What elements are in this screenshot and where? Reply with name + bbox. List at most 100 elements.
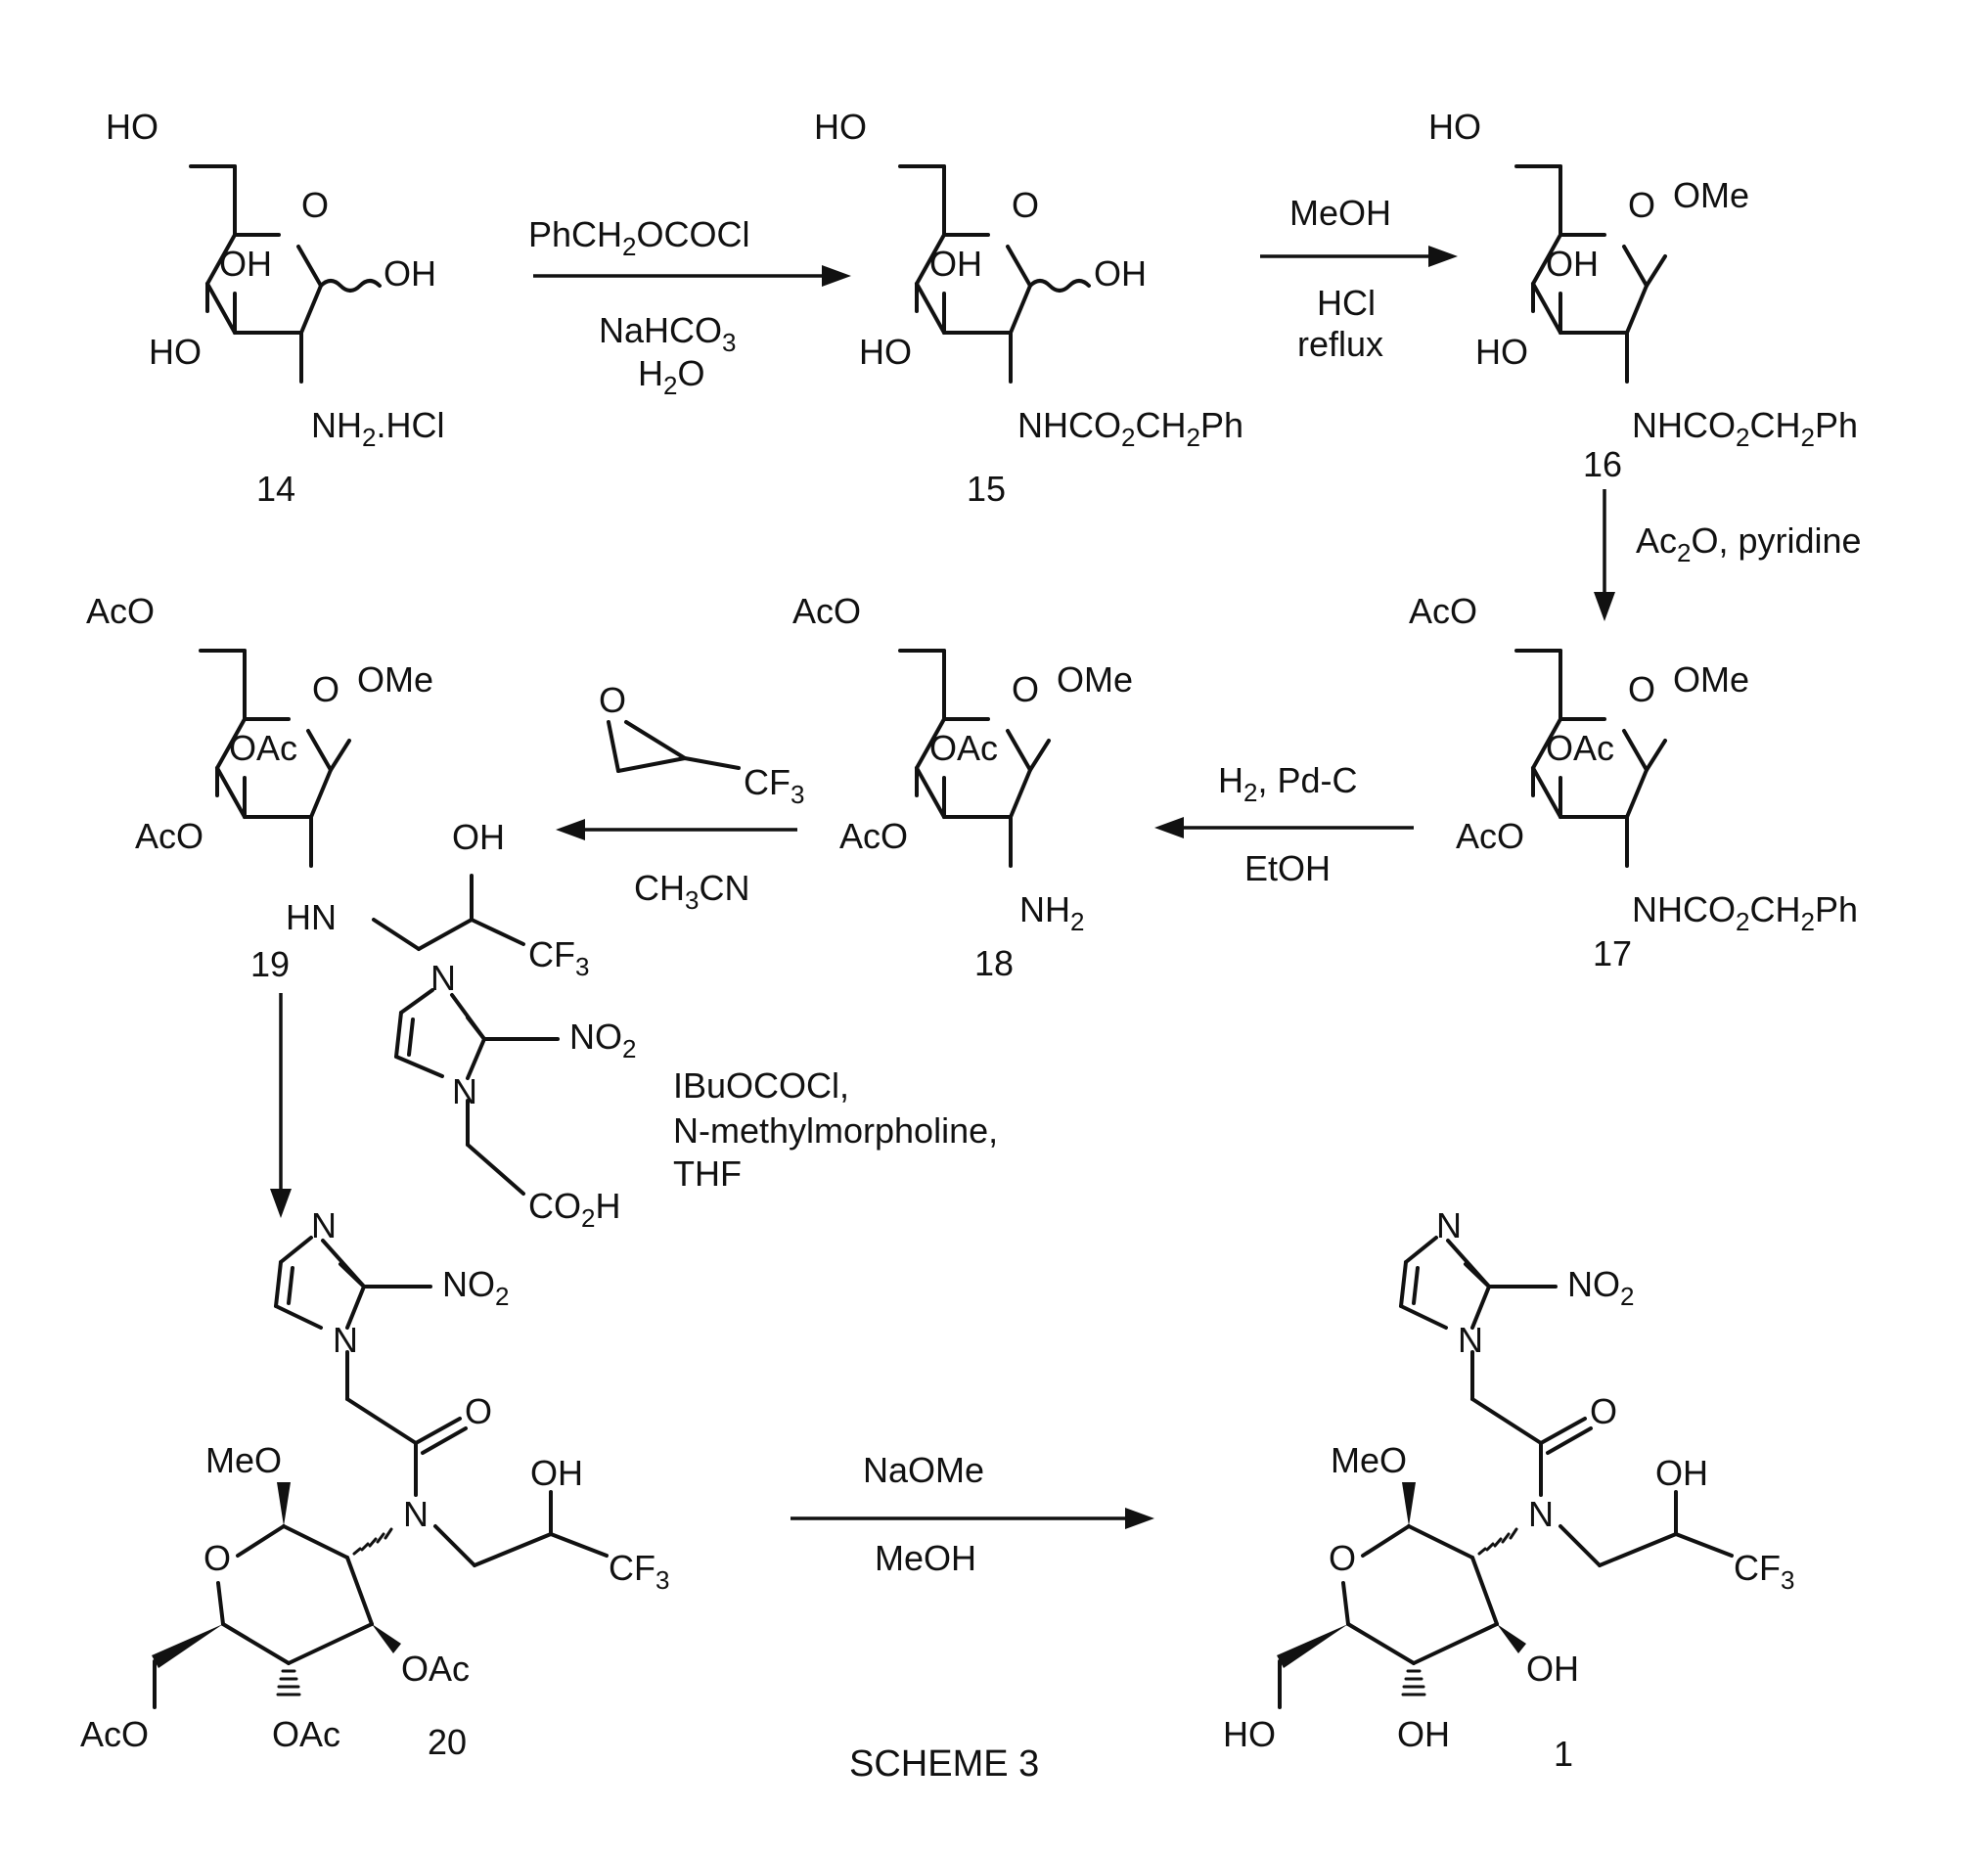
reagent-side-2: N-methylmorpholine,: [673, 1110, 998, 1151]
step-20-1: NaOMe MeOH: [791, 1450, 1154, 1578]
ring-o-label: O: [301, 185, 329, 225]
step-17-18: H2, Pd-C EtOH: [1154, 760, 1414, 888]
amide-n-label: N: [1528, 1494, 1554, 1534]
compound-number: 1: [1554, 1734, 1573, 1774]
compound-1: MeO O OH OH HO O N OH CF3 N N NO2 1: [1223, 1205, 1794, 1774]
oh3-label: OH: [1526, 1649, 1579, 1689]
compound-number: 16: [1583, 444, 1622, 484]
ome-label: MeO: [205, 1440, 282, 1480]
cf3-label: CF3: [528, 934, 589, 981]
ring-o-label: O: [1628, 185, 1655, 225]
c1-label: OH: [1094, 253, 1147, 294]
compound-number: 19: [250, 944, 290, 984]
c4-label: HO: [859, 332, 912, 372]
compound-number: 14: [256, 469, 295, 509]
c1-label: OH: [384, 253, 436, 294]
compound-18: AcO O OAc AcO OMe NH2 18: [792, 591, 1133, 983]
c2-label: NH2.HCl: [311, 405, 444, 452]
compound-17: AcO O OAc AcO OMe NHCO2CH2Ph 17: [1409, 591, 1858, 973]
oh-label: OH: [1655, 1453, 1708, 1493]
ring-o-label: O: [1012, 185, 1039, 225]
reagent-below-1: HCl: [1317, 283, 1376, 323]
c3-label: OAc: [229, 728, 297, 768]
c1-label: OMe: [1673, 175, 1749, 215]
ring-o-label: O: [203, 1538, 231, 1578]
c6-label: HO: [814, 107, 867, 147]
reagent-below: CH3CN: [634, 868, 749, 915]
oac3-label: OAc: [401, 1649, 470, 1689]
c4-label: HO: [149, 332, 202, 372]
c3-label: OAc: [1546, 728, 1614, 768]
co2h-label: CO2H: [528, 1186, 620, 1233]
reagent-above: MeOH: [1289, 193, 1391, 233]
compound-16: HO O OH HO OMe NHCO2CH2Ph 16: [1428, 107, 1858, 484]
compound-number: 20: [428, 1722, 467, 1762]
c6-label: AcO: [86, 591, 155, 631]
imid-n3-label: N: [311, 1205, 337, 1245]
compound-19: AcO O OAc AcO OMe HN OH CF3 19: [86, 591, 589, 984]
step-18-19: O CF3 CH3CN: [556, 680, 804, 915]
ring-o-label: O: [312, 669, 339, 709]
ome-label: MeO: [1331, 1440, 1407, 1480]
reagent-below-2: H2O: [638, 353, 704, 400]
c2-label: NHCO2CH2Ph: [1017, 405, 1243, 452]
c3-label: OH: [929, 244, 982, 284]
ho6-label: HO: [1223, 1714, 1276, 1754]
ring-o-label: O: [1012, 669, 1039, 709]
oh4-label: OH: [1397, 1714, 1450, 1754]
no2-label: NO2: [569, 1017, 636, 1063]
epoxide-cf3: CF3: [744, 762, 804, 809]
c3-label: OAc: [929, 728, 998, 768]
reagent-above: PhCH2OCOCl: [528, 214, 750, 261]
imid-n1-label: N: [333, 1320, 358, 1360]
carbonyl-o-label: O: [1590, 1391, 1617, 1431]
c2-label: NHCO2CH2Ph: [1632, 889, 1858, 936]
c6-label: AcO: [792, 591, 861, 631]
reagent-side: Ac2O, pyridine: [1636, 520, 1862, 567]
oac4-label: OAc: [272, 1714, 340, 1754]
reagent-below: MeOH: [875, 1538, 976, 1578]
c2-label: NH2: [1019, 889, 1084, 936]
oh-label: OH: [530, 1453, 583, 1493]
reagent-below-1: NaHCO3: [599, 310, 737, 357]
c4-label: AcO: [1456, 816, 1524, 856]
oh-label: OH: [452, 817, 505, 857]
ring-o-label: O: [1628, 669, 1655, 709]
c4-label: HO: [1475, 332, 1528, 372]
compound-number: 17: [1593, 933, 1632, 973]
imidazole-n3: N: [430, 958, 456, 998]
c1-label: OMe: [1673, 659, 1749, 700]
reagent-below-2: reflux: [1297, 324, 1383, 364]
step-19-20: N N NO2 CO2H IBuOCOCl, N-methylmorpholin…: [270, 958, 998, 1233]
c2-label: NHCO2CH2Ph: [1632, 405, 1858, 452]
carbonyl-o-label: O: [465, 1391, 492, 1431]
reagent-above: NaOMe: [863, 1450, 984, 1490]
compound-number: 15: [967, 469, 1006, 509]
compound-15: HO O OH HO OH NHCO2CH2Ph 15: [814, 107, 1243, 509]
c3-label: OH: [219, 244, 272, 284]
reagent-below: EtOH: [1244, 848, 1331, 888]
no2-label: NO2: [1567, 1264, 1634, 1311]
epoxide-oxygen: O: [599, 680, 626, 720]
scheme-title: SCHEME 3: [849, 1743, 1039, 1785]
step-16-17: Ac2O, pyridine: [1594, 489, 1862, 621]
c3-label: OH: [1546, 244, 1599, 284]
imid-n1-label: N: [1458, 1320, 1483, 1360]
reagent-above: H2, Pd-C: [1218, 760, 1358, 807]
c4-label: AcO: [135, 816, 203, 856]
amide-n-label: N: [403, 1494, 429, 1534]
c6-label: AcO: [1409, 591, 1477, 631]
c6-label: HO: [1428, 107, 1481, 147]
step-15-16: MeOH HCl reflux: [1260, 193, 1458, 364]
cf3-label: CF3: [609, 1548, 669, 1595]
ring-o-label: O: [1329, 1538, 1356, 1578]
imidazole-n1: N: [452, 1071, 477, 1111]
reagent-side-1: IBuOCOCl,: [673, 1065, 849, 1106]
compound-14: HO O OH HO OH NH2.HCl 14: [106, 107, 444, 509]
step-14-15: PhCH2OCOCl NaHCO3 H2O: [528, 214, 851, 400]
compound-20: MeO O OAc OAc AcO O N OH CF3 N N NO2 20: [80, 1205, 669, 1762]
reagent-side-3: THF: [673, 1153, 742, 1194]
c6-label: HO: [106, 107, 158, 147]
c4-label: AcO: [839, 816, 908, 856]
